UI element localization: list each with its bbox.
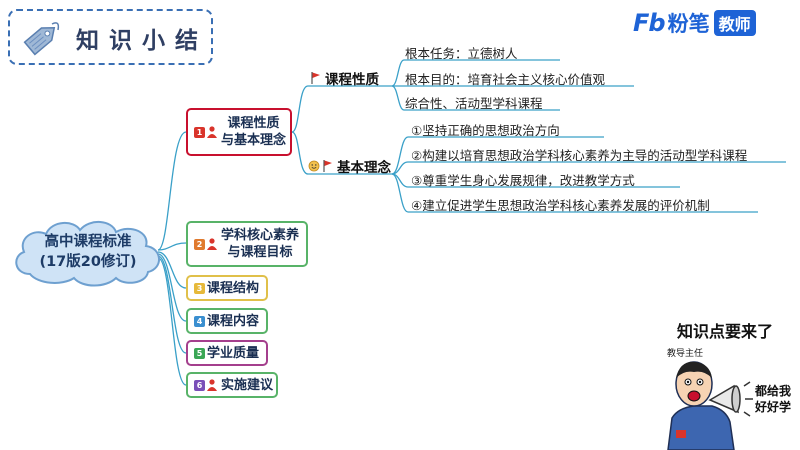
branch-label: 实施建议 [221, 377, 274, 393]
leaf-item: ④建立促进学生思想政治学科核心素养发展的评价机制 [411, 198, 710, 213]
page-title: 知识小结 [76, 27, 208, 54]
branch-label: 课程内容 [207, 313, 260, 329]
branch-label-line1: 学科核心素养 [221, 228, 300, 243]
branch-label: 课程性质 与基本理念 [221, 115, 286, 149]
branch-number-3: 3 [194, 282, 205, 294]
mascot-speech: 知识点要来了 [677, 322, 774, 341]
root-subtitle: (17版20修订) [39, 254, 137, 270]
branch-course-structure[interactable]: 3 课程结构 [186, 275, 268, 301]
branch-label-line1: 课程性质 [227, 116, 280, 131]
logo-mark: Fb [633, 9, 666, 37]
branch-number-5: 5 [194, 347, 205, 359]
smiley-icon [308, 160, 320, 172]
branch-label: 学业质量 [207, 345, 260, 361]
subnode-label: 基本理念 [337, 160, 391, 176]
branch-course-nature[interactable]: 1 课程性质 与基本理念 [186, 108, 292, 156]
subnode-label: 课程性质 [325, 72, 379, 88]
person-icon [207, 126, 217, 138]
branch-number-1: 1 [194, 126, 205, 138]
logo-name: 粉笔 [667, 12, 710, 36]
branch-core-literacy[interactable]: 2 学科核心素养 与课程目标 [186, 221, 308, 267]
leaf-item: ①坚持正确的思想政治方向 [411, 123, 560, 138]
leaf-item: 根本任务：立德树人 [405, 46, 518, 61]
title-badge: 知识小结 [8, 9, 213, 65]
branch-label-line2: 与基本理念 [221, 133, 287, 148]
leaf-item: 综合性、活动型学科课程 [405, 96, 543, 111]
mascot-role-label: 教导主任 [667, 349, 704, 359]
price-tag-icon [23, 22, 60, 56]
red-flag-icon [323, 160, 332, 172]
teacher-with-megaphone-illustration [667, 361, 753, 450]
person-icon [207, 379, 217, 391]
subnode-course-nature[interactable]: 课程性质 [310, 68, 379, 88]
root-cloud-shape [15, 221, 160, 287]
branch-course-content[interactable]: 4 课程内容 [186, 308, 268, 334]
leaf-item: ③尊重学生身心发展规律，改进教学方式 [411, 173, 635, 188]
branch-academic-quality[interactable]: 5 学业质量 [186, 340, 268, 366]
leaf-item: ②构建以培育思想政治学科核心素养为主导的活动型学科课程 [411, 148, 748, 163]
logo-badge: 教师 [713, 10, 756, 36]
brand-logo: Fb 粉笔 教师 [633, 9, 756, 37]
mascot-call-text: 都给我好好学 [755, 384, 792, 414]
branch-number-4: 4 [194, 315, 205, 327]
root-node-label: 高中课程标准 (17版20修订) [8, 232, 168, 272]
leaf-item: 根本目的：培育社会主义核心价值观 [405, 72, 606, 87]
branch-implementation[interactable]: 6 实施建议 [186, 372, 278, 398]
branch-label: 学科核心素养 与课程目标 [221, 227, 299, 261]
red-flag-icon [311, 72, 320, 84]
branch-label: 课程结构 [207, 280, 260, 296]
subnode-basic-concept[interactable]: 基本理念 [308, 156, 391, 176]
branch-number-2: 2 [194, 238, 205, 250]
branch-number-6: 6 [194, 379, 205, 391]
branch-label-line2: 与课程目标 [227, 245, 293, 260]
person-icon [207, 238, 217, 250]
root-title: 高中课程标准 [44, 234, 132, 250]
